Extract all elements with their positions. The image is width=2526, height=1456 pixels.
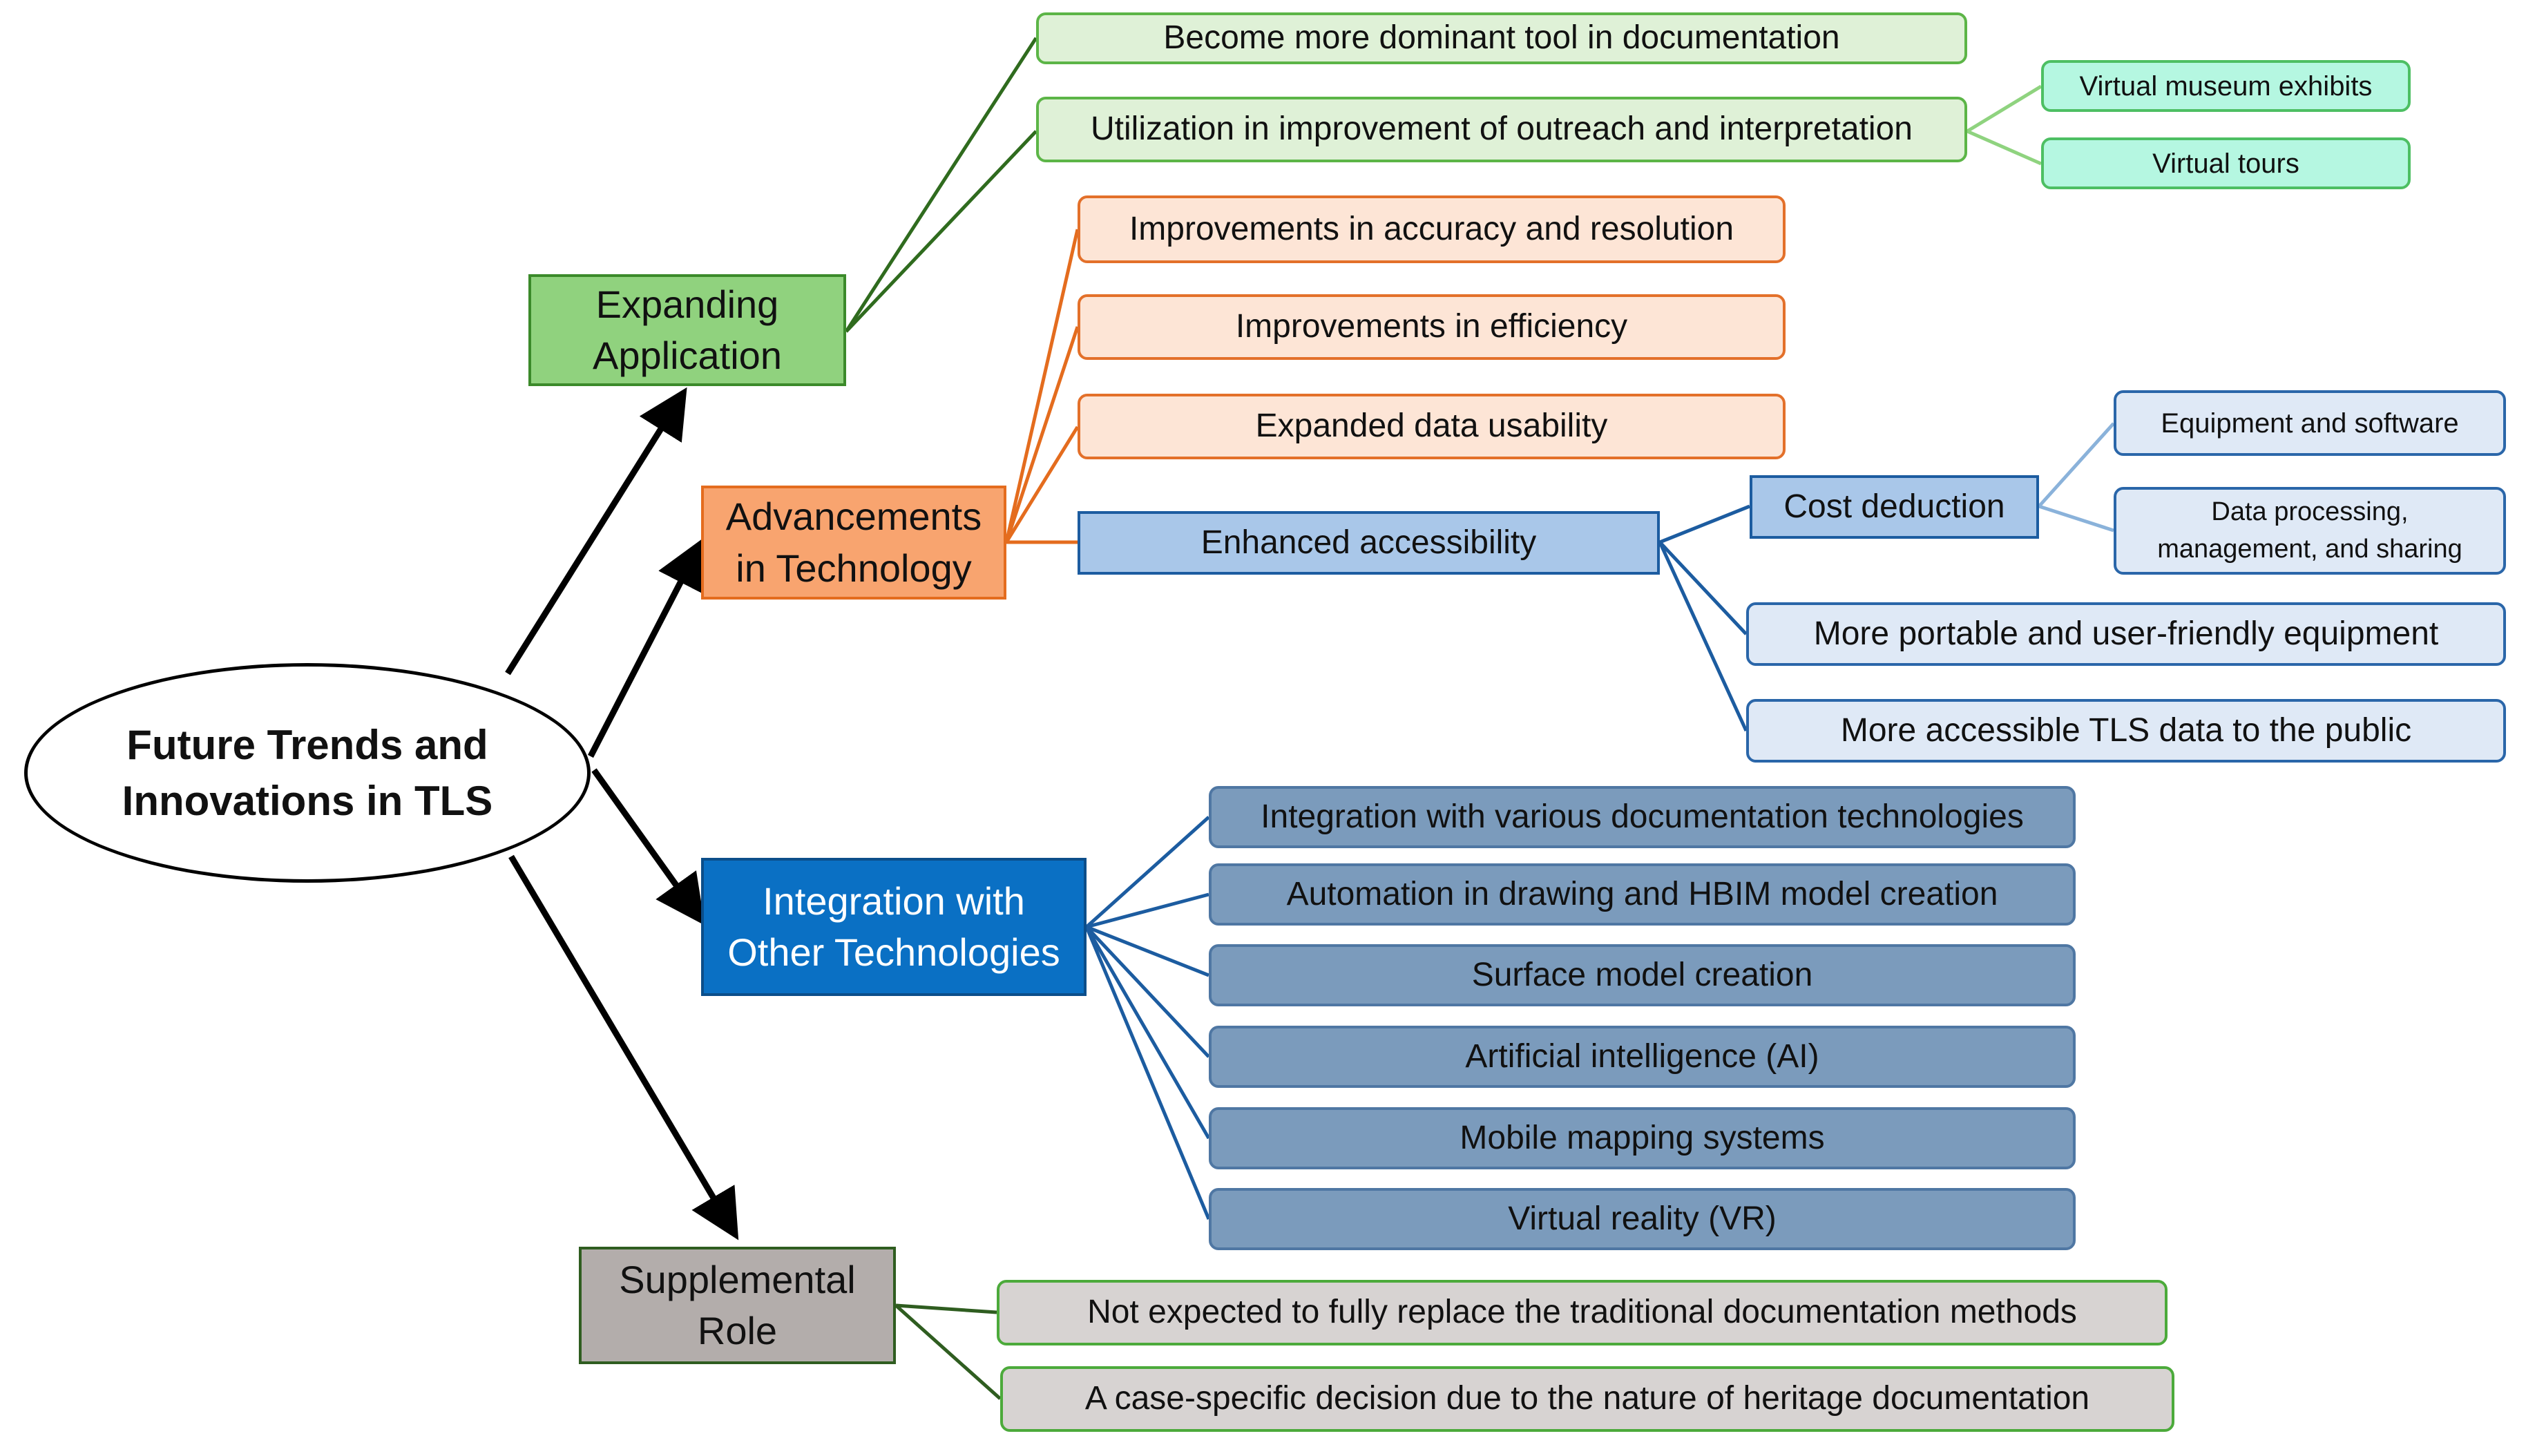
accessibility-connectors — [1658, 504, 1750, 732]
arrow-to-supplemental — [508, 854, 739, 1241]
outreach-connectors — [1966, 84, 2042, 166]
leaf-not-replace-traditional: Not expected to fully replace the tradit… — [997, 1280, 2168, 1345]
branch-supplemental-role: Supplemental Role — [579, 1247, 896, 1364]
root-arrows — [505, 387, 739, 1241]
integration-connectors — [1084, 816, 1211, 1220]
leaf-data-usability: Expanded data usability — [1078, 394, 1786, 459]
leaf-outreach-interpretation: Utilization in improvement of outreach a… — [1036, 97, 1967, 162]
branch-integration-with-other-technologies: Integration with Other Technologies — [701, 858, 1087, 996]
root-topic: Future Trends and Innovations in TLS — [24, 663, 591, 883]
leaf-cost-deduction: Cost deduction — [1750, 475, 2039, 539]
leaf-documentation-technologies: Integration with various documentation t… — [1209, 786, 2076, 848]
leaf-portable-equipment: More portable and user-friendly equipmen… — [1746, 602, 2506, 666]
leaf-accessible-tls-data: More accessible TLS data to the public — [1746, 699, 2506, 763]
supplemental-connectors — [894, 1303, 1002, 1400]
leaf-equipment-software: Equipment and software — [2114, 390, 2506, 456]
arrow-to-integration — [591, 768, 705, 926]
arrow-to-expanding — [505, 387, 687, 676]
leaf-virtual-reality: Virtual reality (VR) — [1209, 1188, 2076, 1250]
cost-connectors — [2038, 422, 2115, 533]
advancements-connectors — [1004, 229, 1080, 544]
branch-advancements-in-technology: Advancements in Technology — [701, 486, 1006, 600]
arrow-to-advancements — [588, 538, 704, 758]
leaf-surface-model: Surface model creation — [1209, 944, 2076, 1006]
leaf-case-specific-decision: A case-specific decision due to the natu… — [1000, 1366, 2174, 1432]
leaf-virtual-museum-exhibits: Virtual museum exhibits — [2041, 60, 2411, 112]
expanding-connectors — [844, 37, 1038, 333]
leaf-virtual-tours: Virtual tours — [2041, 137, 2411, 189]
leaf-accuracy-resolution: Improvements in accuracy and resolution — [1078, 195, 1786, 263]
leaf-enhanced-accessibility: Enhanced accessibility — [1078, 511, 1660, 575]
leaf-efficiency: Improvements in efficiency — [1078, 294, 1786, 360]
leaf-artificial-intelligence: Artificial intelligence (AI) — [1209, 1026, 2076, 1088]
leaf-dominant-tool: Become more dominant tool in documentati… — [1036, 12, 1967, 64]
leaf-hbim-automation: Automation in drawing and HBIM model cre… — [1209, 863, 2076, 926]
leaf-mobile-mapping: Mobile mapping systems — [1209, 1107, 2076, 1169]
leaf-data-processing: Data processing, management, and sharing — [2114, 487, 2506, 575]
branch-expanding-application: Expanding Application — [528, 274, 846, 386]
